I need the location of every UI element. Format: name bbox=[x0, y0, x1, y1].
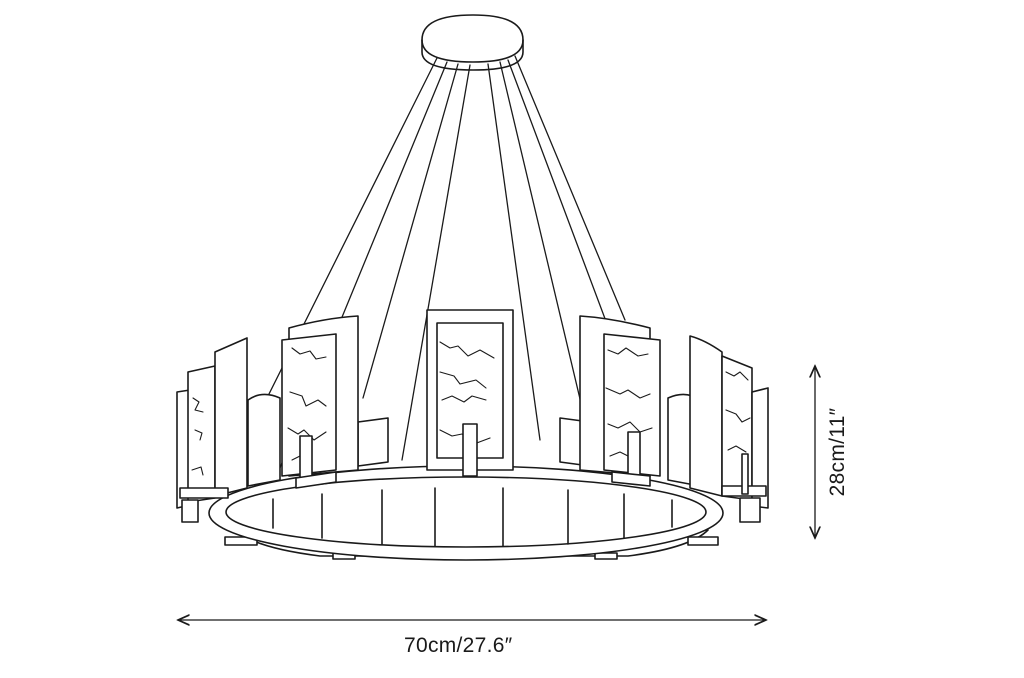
main-ring bbox=[208, 465, 724, 561]
ceiling-canopy bbox=[421, 14, 524, 71]
suspension-cables bbox=[239, 55, 656, 481]
panel-left-center bbox=[281, 315, 359, 489]
dimension-lines bbox=[178, 366, 815, 620]
width-dimension-label: 70cm/27.6″ bbox=[404, 634, 513, 657]
panel-far-left bbox=[176, 337, 248, 523]
height-dimension-label: 28cm/11″ bbox=[826, 407, 849, 497]
panel-right-center bbox=[579, 315, 661, 487]
panel-center bbox=[426, 309, 514, 477]
panel-far-right bbox=[689, 335, 769, 523]
